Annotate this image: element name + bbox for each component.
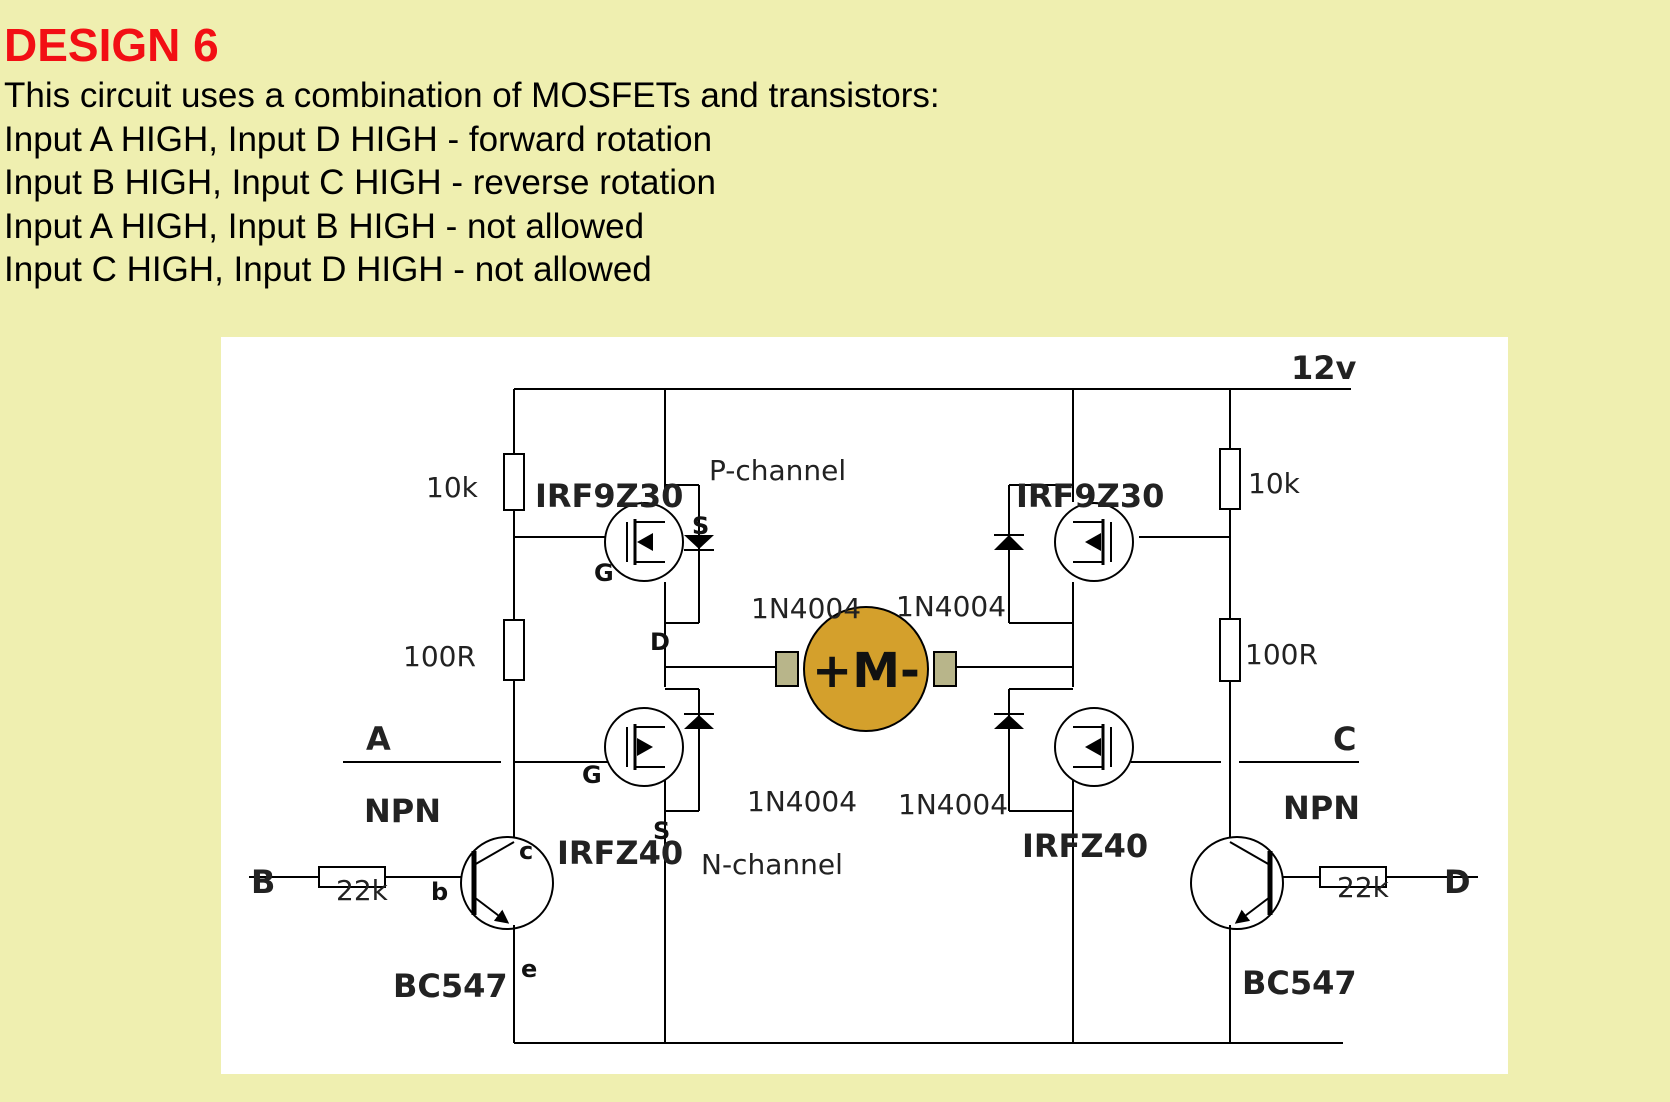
motor-terminal-left bbox=[775, 651, 799, 687]
left-bjt-emitter-pin: e bbox=[521, 955, 537, 983]
right-series-label: 100R bbox=[1245, 638, 1318, 671]
right-mosfet-column bbox=[956, 389, 1074, 1043]
right-p-mosfet-model: IRF9Z30 bbox=[1016, 477, 1164, 515]
left-npn-label: NPN bbox=[364, 792, 441, 830]
right-bottom-diode bbox=[994, 715, 1024, 729]
left-p-mosfet-model: IRF9Z30 bbox=[535, 477, 683, 515]
left-pullup-label: 10k bbox=[426, 471, 479, 504]
right-npn-label: NPN bbox=[1283, 789, 1360, 827]
intro-text: This circuit uses a combination of MOSFE… bbox=[4, 76, 940, 115]
supply-label: 12v bbox=[1291, 349, 1357, 387]
left-n-source-pin: S bbox=[653, 817, 670, 845]
left-n-mosfet-model: IRFZ40 bbox=[557, 834, 683, 872]
left-bottom-diode bbox=[684, 715, 714, 729]
n-channel-label: N-channel bbox=[701, 848, 843, 881]
rule-not-allowed-ab: Input A HIGH, Input B HIGH - not allowed bbox=[4, 206, 645, 246]
right-top-diode bbox=[994, 535, 1024, 550]
left-bjt-model: BC547 bbox=[393, 967, 508, 1005]
motor-body bbox=[803, 606, 929, 732]
input-b-label: B bbox=[251, 863, 275, 901]
left-bjt-collector-pin: c bbox=[519, 837, 533, 865]
rule-forward: Input A HIGH, Input D HIGH - forward rot… bbox=[4, 119, 713, 159]
left-p-gate-pin: G bbox=[594, 559, 614, 587]
left-top-diode-label: 1N4004 bbox=[751, 592, 861, 625]
left-base-resistor-label: 22k bbox=[336, 874, 389, 907]
right-n-mosfet-model: IRFZ40 bbox=[1022, 827, 1148, 865]
motor-terminal-right bbox=[933, 651, 957, 687]
left-bottom-diode-label: 1N4004 bbox=[747, 785, 857, 818]
left-top-diode bbox=[684, 535, 714, 549]
p-channel-label: P-channel bbox=[709, 454, 846, 487]
motor: +M- bbox=[775, 606, 957, 732]
left-drive-column bbox=[249, 389, 611, 1043]
motor-label: +M- bbox=[812, 643, 920, 699]
right-drive-column bbox=[1131, 389, 1478, 1043]
left-mosfet-column bbox=[664, 389, 776, 1043]
right-100r-resistor bbox=[1219, 618, 1241, 682]
rule-reverse: Input B HIGH, Input C HIGH - reverse rot… bbox=[4, 163, 716, 202]
right-base-resistor-label: 22k bbox=[1337, 871, 1390, 904]
left-p-source-pin: S bbox=[692, 512, 709, 540]
left-n-gate-pin: G bbox=[582, 761, 602, 789]
left-bjt-base-pin: b bbox=[431, 878, 448, 906]
right-pullup-label: 10k bbox=[1248, 467, 1301, 500]
left-100r-resistor bbox=[503, 619, 525, 681]
right-top-diode-label: 1N4004 bbox=[896, 590, 1006, 623]
input-d-label: D bbox=[1444, 863, 1471, 901]
description: This circuit uses a combination of MOSFE… bbox=[4, 74, 940, 292]
rails bbox=[514, 388, 1351, 1044]
left-10k-resistor bbox=[503, 453, 525, 511]
heading: DESIGN 6 bbox=[4, 19, 219, 71]
right-bjt-model: BC547 bbox=[1242, 964, 1357, 1002]
left-series-label: 100R bbox=[403, 640, 476, 673]
left-p-drain-pin: D bbox=[650, 628, 670, 656]
right-10k-resistor bbox=[1219, 448, 1241, 510]
h-bridge-circuit-diagram: 12v bbox=[221, 337, 1508, 1074]
input-a-label: A bbox=[366, 720, 391, 758]
rule-not-allowed-cd: Input C HIGH, Input D HIGH - not allowed bbox=[4, 250, 652, 289]
input-c-label: C bbox=[1333, 720, 1356, 758]
right-bottom-diode-label: 1N4004 bbox=[898, 788, 1008, 821]
